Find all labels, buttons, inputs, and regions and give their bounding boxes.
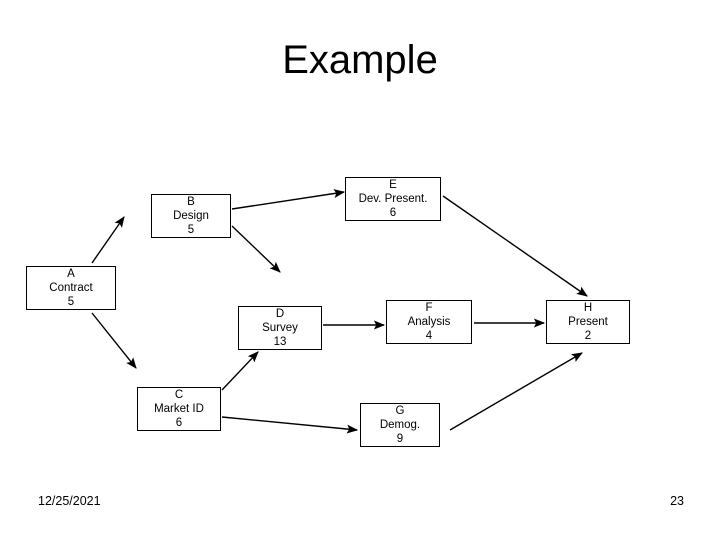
diagram-node-a: A Contract 5 (26, 266, 116, 310)
edge-c-to-g (221, 416, 359, 434)
diagram-node-h: H Present 2 (546, 300, 630, 344)
edge-b-to-d (231, 225, 281, 273)
edge-e-to-h (442, 195, 588, 297)
node-duration: 2 (584, 330, 592, 342)
diagram-node-f: F Analysis 4 (386, 300, 472, 344)
node-letter: E (389, 179, 397, 191)
diagram-node-e: E Dev. Present. 6 (345, 177, 441, 221)
node-letter: D (275, 308, 285, 320)
page-title: Example (282, 38, 438, 82)
diagram-node-c: C Market ID 6 (137, 387, 221, 431)
node-letter: F (425, 302, 433, 314)
edge-a-to-b (91, 216, 125, 264)
node-letter: B (187, 196, 195, 208)
node-letter: C (174, 389, 184, 401)
node-name: Survey (262, 322, 298, 334)
node-duration: 5 (67, 296, 75, 308)
node-name: Demog. (379, 419, 421, 431)
node-duration: 5 (187, 224, 195, 236)
diagram-node-b: B Design 5 (151, 194, 231, 238)
footer-page-number: 23 (670, 494, 684, 508)
node-duration: 6 (389, 207, 397, 219)
node-name: Market ID (154, 403, 204, 415)
edge-c-to-d (221, 351, 259, 391)
node-duration: 4 (425, 330, 433, 342)
node-duration: 6 (175, 417, 183, 429)
node-letter: A (67, 268, 75, 280)
footer-date: 12/25/2021 (38, 494, 101, 508)
edge-b-to-e (231, 189, 346, 210)
node-name: Present (568, 316, 608, 328)
node-name: Dev. Present. (358, 193, 428, 205)
node-name: Contract (49, 282, 93, 294)
node-name: Analysis (407, 316, 451, 328)
edge-a-to-c (91, 312, 137, 369)
node-duration: 9 (396, 433, 404, 445)
edge-g-to-h (449, 352, 583, 431)
node-duration: 13 (273, 336, 287, 348)
node-letter: H (583, 302, 593, 314)
node-letter: G (395, 405, 405, 417)
node-name: Design (173, 210, 209, 222)
diagram-node-d: D Survey 13 (238, 306, 322, 350)
diagram-node-g: G Demog. 9 (360, 403, 440, 447)
